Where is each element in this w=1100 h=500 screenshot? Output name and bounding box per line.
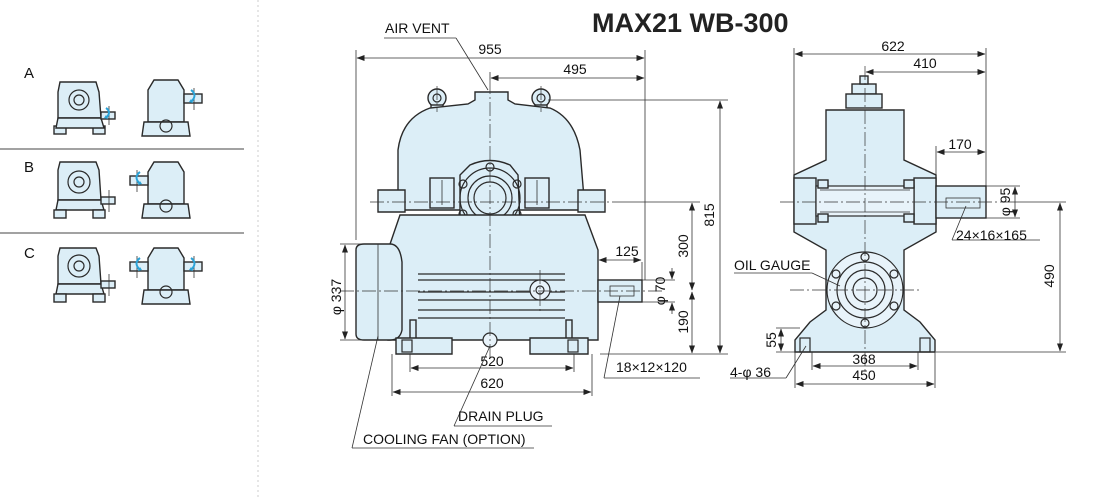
dim-368: 368 [852, 351, 876, 367]
option-b-front-view [53, 161, 116, 219]
dim-phi-337: φ 337 [328, 279, 344, 316]
dim-495: 495 [563, 61, 587, 77]
side-view: 622 410 170 φ 95 24×16×165 490 55 368 [730, 38, 1066, 388]
dim-side-key: 24×16×165 [956, 227, 1027, 243]
dim-125: 125 [615, 243, 639, 259]
dim-front-key: 18×12×120 [616, 359, 687, 375]
option-a: A [24, 65, 203, 137]
cooling-fan-cover [355, 243, 403, 341]
dim-190: 190 [675, 310, 691, 334]
option-a-side-view [141, 79, 203, 137]
front-output-shaft [597, 279, 643, 303]
label-drain-plug: DRAIN PLUG [458, 408, 544, 424]
dim-55: 55 [763, 332, 779, 348]
dim-410: 410 [913, 55, 937, 71]
dim-622: 622 [881, 38, 905, 54]
option-a-front-view [53, 81, 116, 135]
mounting-options-panel: A [0, 0, 259, 500]
option-c: C [24, 245, 203, 305]
option-b-side-view [129, 161, 191, 219]
model-title: MAX21 WB-300 [592, 8, 789, 38]
label-oil-gauge: OIL GAUGE [734, 257, 811, 273]
dim-815: 815 [701, 203, 717, 227]
label-cooling-fan: COOLING FAN (OPTION) [363, 431, 526, 447]
right-bearing-flange [577, 189, 606, 213]
option-b-letter: B [24, 159, 34, 176]
left-bearing-flange [377, 189, 406, 213]
base-foot-right [529, 337, 589, 355]
dim-490: 490 [1041, 264, 1057, 288]
option-b: B [24, 159, 191, 219]
dim-phi-70: φ 70 [652, 277, 668, 306]
base-foot-left [395, 337, 453, 355]
option-c-letter: C [24, 245, 35, 262]
dim-300: 300 [675, 234, 691, 258]
dim-520: 520 [480, 353, 504, 369]
dim-450: 450 [852, 367, 876, 383]
dim-170: 170 [948, 136, 972, 152]
option-a-letter: A [24, 65, 34, 82]
option-c-front-view [53, 247, 116, 303]
front-view: 955 495 815 300 190 125 φ 70 φ 337 [328, 20, 728, 449]
dim-bolt-holes: 4-φ 36 [730, 364, 771, 380]
option-c-side-view [129, 247, 203, 305]
dim-955: 955 [478, 41, 502, 57]
label-air-vent: AIR VENT [385, 20, 450, 36]
dim-620: 620 [480, 375, 504, 391]
